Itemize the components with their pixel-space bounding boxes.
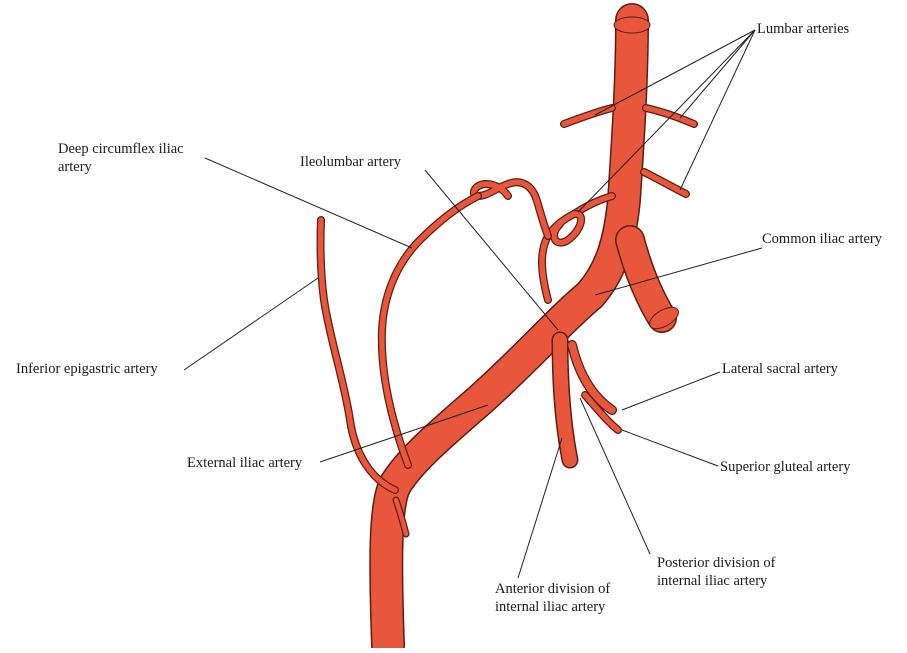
leader-lateral-sacral — [622, 372, 720, 410]
leader-lumbar-3 — [680, 30, 755, 190]
leader-lumbar-2 — [680, 30, 755, 118]
posterior-division-vessel — [572, 345, 618, 430]
leader-deep-circumflex — [205, 158, 412, 248]
anterior-division-vessel — [560, 340, 570, 460]
label-anterior-division: Anterior division of internal iliac arte… — [495, 580, 610, 616]
label-superior-gluteal-artery: Superior gluteal artery — [720, 458, 850, 476]
leader-posterior-division — [580, 398, 650, 554]
leader-superior-gluteal — [622, 430, 718, 466]
label-posterior-division: Posterior division of internal iliac art… — [657, 554, 775, 590]
label-external-iliac-artery: External iliac artery — [187, 454, 302, 472]
label-deep-circumflex-iliac: Deep circumflex iliac artery — [58, 140, 184, 176]
label-common-iliac-artery: Common iliac artery — [762, 230, 882, 248]
inferior-epigastric-vessel — [320, 220, 406, 534]
right-common-iliac-stump — [630, 240, 682, 333]
label-inferior-epigastric-artery: Inferior epigastric artery — [16, 360, 158, 378]
iliolumbar-vessel — [474, 182, 581, 300]
leader-inferior-epigastric — [184, 278, 318, 370]
leader-anterior-division — [518, 438, 562, 578]
label-iliolumbar-artery: Ileolumbar artery — [300, 153, 401, 171]
label-lumbar-arteries: Lumbar arteries — [757, 20, 849, 38]
label-lateral-sacral-artery: Lateral sacral artery — [722, 360, 838, 378]
leader-lines — [184, 30, 762, 578]
